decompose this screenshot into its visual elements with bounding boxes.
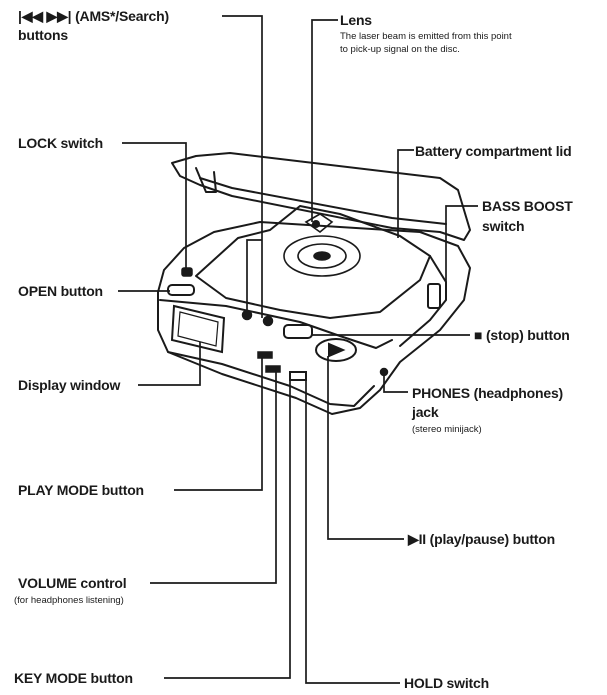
display-window-label: Display window (18, 377, 121, 393)
stop-button-label: ■ (stop) button (474, 327, 570, 343)
side-wall (399, 255, 447, 347)
lock-switch (181, 267, 193, 277)
leader-lines (118, 15, 478, 684)
front-edge (167, 351, 375, 407)
ams-search-label: |◀◀ ▶▶| (AMS*/Search) (18, 8, 169, 24)
stop-button (283, 324, 313, 339)
volume-label: VOLUME control (18, 575, 127, 591)
lid-shape (171, 152, 471, 241)
ams-buttons-label: buttons (18, 27, 68, 43)
disc (283, 235, 361, 277)
lens-label: Lens (340, 12, 372, 28)
bass-boost-label-1: BASS BOOST (482, 198, 573, 214)
bass-boost-label-2: switch (482, 218, 525, 234)
lens-note-1: The laser beam is emitted from this poin… (340, 31, 512, 42)
front-panel (159, 299, 393, 349)
lid-hinge-tab (195, 167, 217, 193)
play-mode-label: PLAY MODE button (18, 482, 144, 498)
play-pause-button (315, 338, 357, 362)
hold-switch (289, 371, 307, 381)
lid-inner-edge (199, 177, 447, 225)
battery-lid-label: Battery compartment lid (415, 143, 572, 159)
open-button (167, 284, 195, 296)
phones-label-2: jack (412, 404, 439, 420)
lens-note-2: to pick-up signal on the disc. (340, 44, 460, 55)
bass-boost-switch (427, 283, 441, 309)
hold-switch-label: HOLD switch (404, 675, 489, 691)
phones-label-1: PHONES (headphones) (412, 385, 563, 401)
play-pause-label: ▶II (play/pause) button (408, 531, 555, 547)
key-mode-button (265, 365, 281, 373)
lens (304, 213, 334, 234)
device-body (157, 221, 471, 415)
volume-note: (for headphones listening) (14, 595, 124, 606)
play-mode-button (257, 351, 273, 359)
lock-switch-label: LOCK switch (18, 135, 103, 151)
ams-button-right (262, 315, 274, 327)
display-window (170, 304, 226, 354)
open-button-label: OPEN button (18, 283, 103, 299)
phones-note: (stereo minijack) (412, 424, 482, 435)
key-mode-label: KEY MODE button (14, 670, 133, 686)
